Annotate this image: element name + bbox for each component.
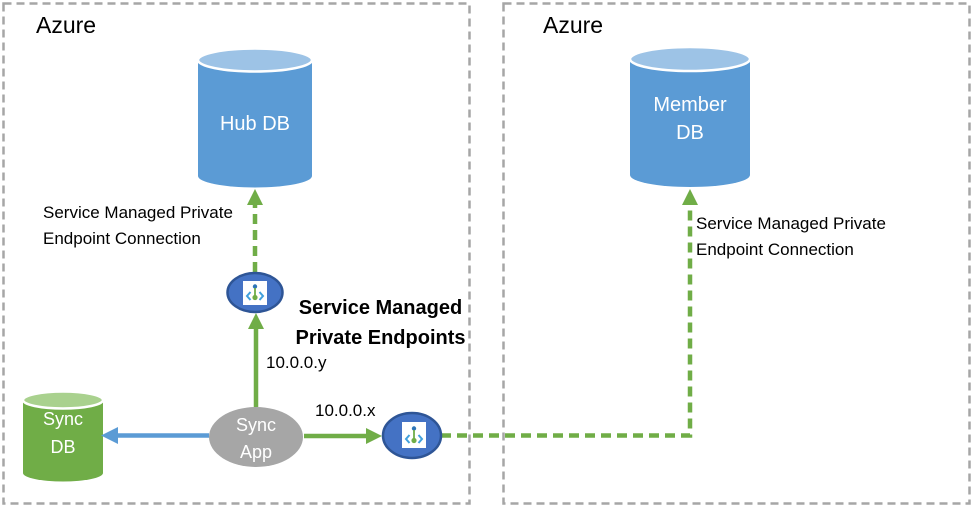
sync-app-label-line2: App (239, 442, 273, 462)
member-db-cylinder (628, 45, 752, 187)
private-endpoints-label-line2: Private Endpoints (295, 327, 466, 349)
sync-app-ellipse (209, 407, 303, 467)
hub-connection-label-line1: Service Managed Private (43, 203, 233, 222)
member-endpoint-ip-label: 10.0.0.x (315, 401, 376, 420)
member-connection-label: Service Managed Private Endpoint Connect… (696, 211, 886, 263)
sync-db-cylinder (21, 390, 105, 482)
private-endpoint-icon (402, 422, 426, 448)
sync-db-top (21, 390, 105, 410)
sync-db-label: Sync DB (23, 405, 103, 461)
member-db-body (630, 59, 750, 187)
sync-db-label-line2: DB (50, 437, 76, 457)
sync-app-to-hub-endpoint-arrow (248, 313, 264, 407)
hub-endpoint-to-hub-db-dashed-arrow (247, 189, 263, 272)
private-endpoint-icon (243, 281, 267, 305)
member-db-label: Member DB (630, 91, 750, 147)
member-private-endpoint-node (381, 411, 443, 460)
hub-db-body (198, 60, 312, 188)
azure-region-right-border (502, 2, 971, 505)
azure-region-left-border (2, 2, 471, 505)
hub-db-label: Hub DB (219, 113, 291, 135)
sync-app-label: Sync App (210, 412, 302, 466)
member-db-top (628, 45, 752, 73)
sync-db-label-line1: Sync (42, 409, 84, 429)
member-connection-label-line1: Service Managed Private (696, 214, 886, 233)
hub-private-endpoint-node (226, 271, 284, 314)
private-endpoints-label: Service Managed Private Endpoints (293, 293, 468, 353)
member-db-label-line2: DB (676, 122, 704, 144)
member-db-label-line1: Member (653, 94, 727, 116)
hub-connection-label: Service Managed Private Endpoint Connect… (43, 200, 233, 252)
hub-db-top (196, 47, 314, 73)
private-endpoints-label-line1: Service Managed (298, 297, 463, 319)
hub-connection-label-line2: Endpoint Connection (43, 229, 201, 248)
sync-app-label-line1: Sync (235, 415, 277, 435)
member-endpoint-to-member-db-dashed-arrow (441, 189, 698, 438)
hub-endpoint-ip-label: 10.0.0.y (266, 353, 327, 372)
sync-app-to-member-endpoint-arrow (304, 428, 382, 444)
member-connection-label-line2: Endpoint Connection (696, 240, 854, 259)
azure-region-left-title: Azure (36, 12, 97, 38)
sync-app-to-sync-db-arrow (101, 427, 209, 444)
sync-db-body (23, 400, 103, 482)
azure-region-right-title: Azure (543, 12, 604, 38)
hub-db-cylinder (196, 47, 314, 188)
